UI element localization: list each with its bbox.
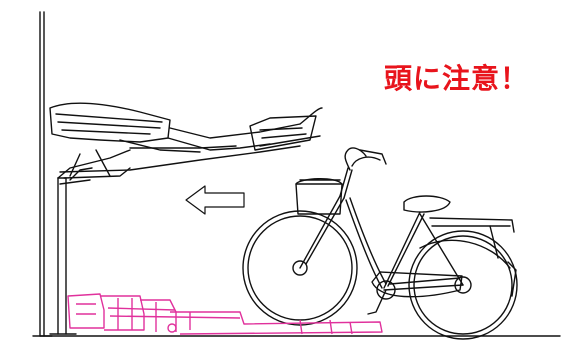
left-arrow-icon	[185, 185, 245, 215]
upper-rack	[49, 102, 323, 185]
lower-rack	[67, 293, 383, 335]
bicycle	[242, 147, 518, 340]
support-pillar	[49, 177, 77, 335]
head-caution-warning: 頭に注意！	[384, 62, 530, 95]
wall-post	[32, 11, 53, 337]
